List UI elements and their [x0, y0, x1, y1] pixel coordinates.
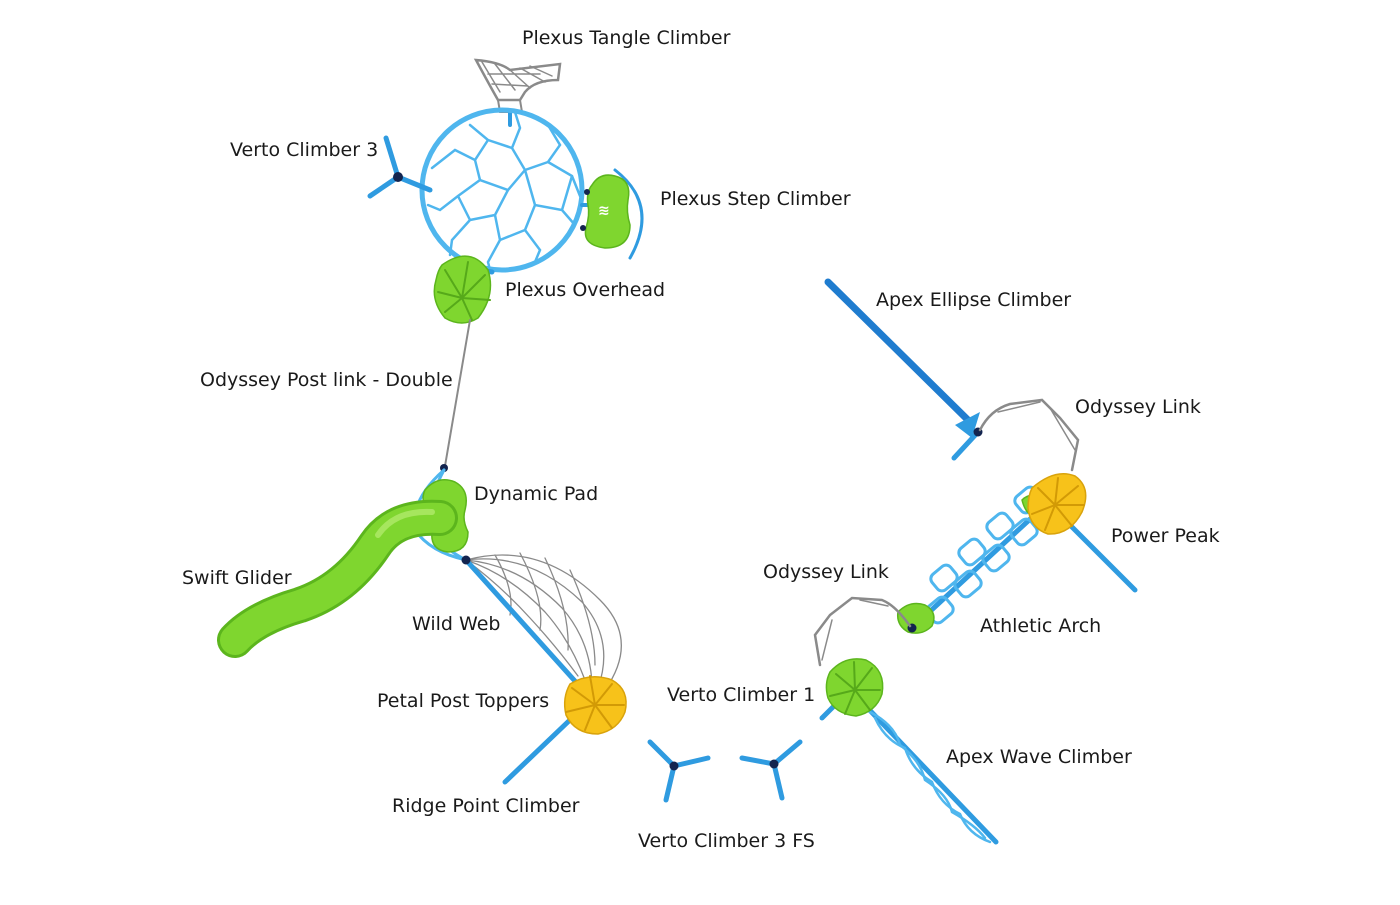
label-dynamic-pad: Dynamic Pad: [474, 483, 598, 505]
label-odyssey-link-upper: Odyssey Link: [1075, 396, 1201, 418]
label-apex-ellipse-climber: Apex Ellipse Climber: [876, 289, 1071, 311]
label-apex-wave-climber: Apex Wave Climber: [946, 746, 1132, 768]
odyssey-link-upper: [978, 398, 1080, 472]
power-peak: [1021, 473, 1138, 593]
label-power-peak: Power Peak: [1111, 525, 1220, 547]
verto-climber-3: [367, 135, 433, 199]
wild-web: [465, 552, 622, 691]
label-petal-post-toppers: Petal Post Toppers: [377, 690, 549, 712]
plexus-step-climber: ≋: [580, 168, 644, 260]
label-ridge-point-climber: Ridge Point Climber: [392, 795, 580, 817]
label-verto-climber-3: Verto Climber 3: [230, 139, 378, 161]
label-plexus-tangle-climber: Plexus Tangle Climber: [522, 27, 731, 49]
odyssey-link-lower: [813, 596, 912, 667]
label-plexus-overhead: Plexus Overhead: [505, 279, 665, 301]
swift-glider: [217, 499, 458, 658]
plexus-overhead: [433, 255, 495, 324]
odyssey-post-link-double: [440, 319, 471, 472]
label-verto-climber-1: Verto Climber 1: [667, 684, 815, 706]
verto-climber-3-fs-left: [647, 739, 711, 803]
plexus-tangle-climber: [473, 58, 562, 127]
label-verto-climber-3-fs: Verto Climber 3 FS: [638, 830, 815, 852]
verto-climber-1-topper: [825, 658, 884, 717]
verto-climber-3-fs-right: [739, 739, 803, 801]
petal-post-topper: [563, 675, 627, 735]
label-odyssey-post-link-double: Odyssey Post link - Double: [200, 369, 453, 391]
label-wild-web: Wild Web: [412, 613, 500, 635]
athletic-arch: [896, 485, 1043, 634]
label-athletic-arch: Athletic Arch: [980, 615, 1101, 637]
plexus-net-ring: [419, 107, 600, 273]
svg-text:≋: ≋: [598, 203, 610, 219]
label-swift-glider: Swift Glider: [182, 567, 292, 589]
label-odyssey-link-lower: Odyssey Link: [763, 561, 889, 583]
apex-wave-climber: [857, 697, 999, 845]
ridge-point-climber: [461, 555, 595, 785]
label-plexus-step-climber: Plexus Step Climber: [660, 188, 851, 210]
